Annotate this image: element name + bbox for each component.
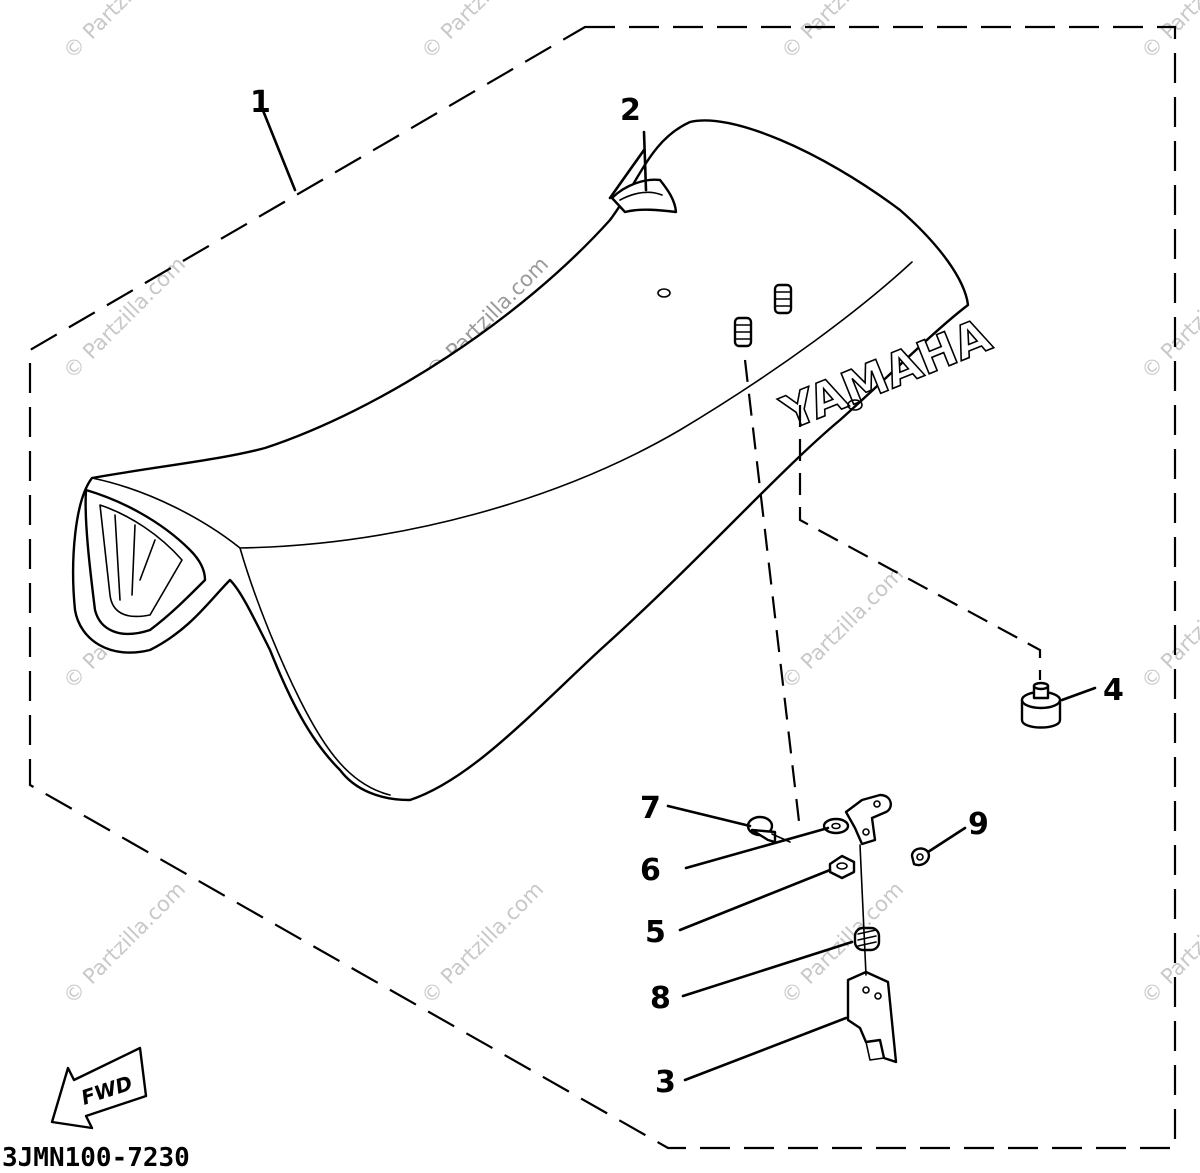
callout-2: 2 <box>620 93 641 128</box>
watermark: © Partzilla.com <box>777 0 909 64</box>
watermark: © Partzilla.com <box>59 877 191 1009</box>
seat-stud <box>773 283 793 315</box>
diagram-code: 3JMN100-7230 <box>2 1143 190 1173</box>
leader-2 <box>642 130 648 192</box>
part-7-screw <box>746 815 791 844</box>
seat-cavity-inner <box>99 504 183 618</box>
watermark: © Partzilla.com <box>59 0 191 64</box>
leader-2b <box>608 148 646 200</box>
seat: YAMAHA <box>71 119 999 802</box>
assembly-line-stud <box>743 359 802 831</box>
seat-body <box>71 119 970 802</box>
leader-lines <box>260 106 1097 1082</box>
watermark: © Partzilla.com <box>1137 562 1200 694</box>
watermark: © Partzilla.com <box>1137 877 1200 1009</box>
watermark: © Partzilla.com <box>1137 0 1200 64</box>
seat-lock-hook <box>844 793 892 846</box>
assembly-boundary <box>28 25 1177 1150</box>
part-6-washer <box>822 817 850 835</box>
callout-8: 8 <box>650 981 671 1016</box>
callout-9: 9 <box>968 807 989 842</box>
part-9-clip <box>910 847 931 867</box>
callout-3: 3 <box>655 1065 676 1100</box>
fwd-arrow-icon <box>50 1046 148 1130</box>
part-5-nut <box>828 854 856 880</box>
part-3-bracket <box>846 970 898 1064</box>
part-2-clip <box>610 178 678 214</box>
watermark: © Partzilla.com <box>1137 252 1200 384</box>
seat-hole-rear <box>847 399 863 411</box>
seat-cavity-rib <box>139 539 156 581</box>
callout-6: 6 <box>640 853 661 888</box>
watermark: © Partzilla.com <box>59 252 191 384</box>
part-8-spring <box>853 926 881 952</box>
watermark: © Partzilla.com <box>417 877 549 1009</box>
assembly-line-lock <box>859 844 867 976</box>
leader-1 <box>260 106 297 192</box>
seat-crease <box>239 261 913 549</box>
callout-7: 7 <box>640 791 661 826</box>
watermark: © Partzilla.com <box>777 562 909 694</box>
leader-4 <box>1060 686 1097 702</box>
callout-1: 1 <box>250 85 271 120</box>
leader-6 <box>684 826 830 870</box>
seat-hole <box>657 288 671 298</box>
leader-5 <box>678 868 832 932</box>
leader-7 <box>666 804 752 828</box>
callout-5: 5 <box>645 915 666 950</box>
seat-cavity-rib <box>131 524 136 596</box>
watermark: © Partzilla.com <box>417 0 549 64</box>
callout-4: 4 <box>1103 673 1124 708</box>
leader-8 <box>681 940 854 998</box>
fwd-arrow: FWD <box>50 1046 148 1130</box>
leader-9 <box>926 826 967 854</box>
leader-3 <box>683 1016 848 1082</box>
seat-rim <box>91 477 391 796</box>
assembly-line-rear <box>798 405 1042 680</box>
part-4-damper <box>1020 681 1062 729</box>
seat-stud <box>733 316 753 348</box>
seat-cavity-rib <box>114 514 121 601</box>
